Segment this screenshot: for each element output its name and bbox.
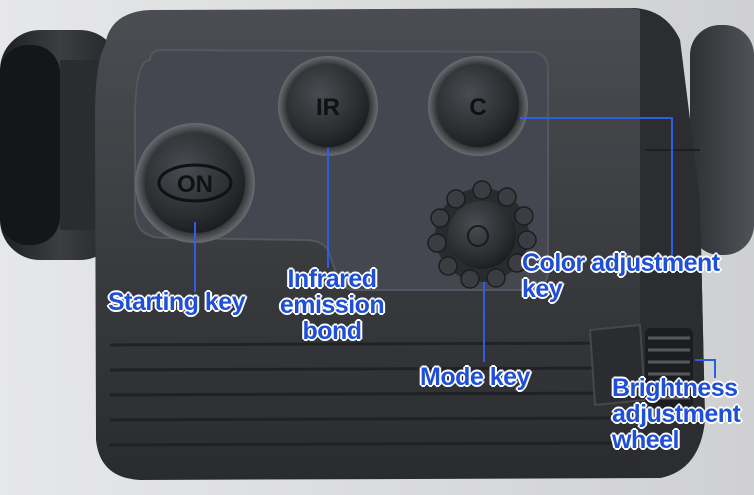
eyepiece-right [690, 25, 754, 255]
mode-key-label: Mode key [420, 364, 530, 390]
infrared-line-3: bond [302, 317, 362, 345]
brightness-wheel-label: Brightness adjustment wheel [612, 374, 741, 454]
brightness-line-2: adjustment [612, 400, 741, 428]
ir-button: IR [278, 56, 378, 156]
color-button-label: C [469, 94, 486, 121]
mode-dial [427, 180, 537, 289]
infrared-line-2: emission [279, 291, 385, 319]
leader-lines [194, 117, 716, 378]
on-button-label: ON [177, 171, 213, 198]
color-adjustment-label: Color adjustment key [522, 250, 720, 302]
infrared-line-1: Infrared [287, 265, 377, 293]
brightness-wheel [645, 328, 693, 408]
color-button: C [428, 56, 528, 156]
grip-ridges [109, 341, 621, 447]
on-button: ON [135, 123, 255, 243]
infrared-emission-label: Infrared emission bond [272, 266, 392, 344]
mode-key-text: Mode key [420, 363, 530, 391]
brightness-line-1: Brightness [612, 374, 738, 402]
color-adjustment-line-1: Color adjustment [522, 249, 720, 277]
ir-button-label: IR [316, 94, 340, 121]
starting-key-label: Starting key [108, 288, 246, 316]
starting-key-text: Starting key [108, 288, 246, 316]
brightness-line-3: wheel [612, 426, 679, 454]
color-adjustment-line-2: key [522, 275, 563, 303]
